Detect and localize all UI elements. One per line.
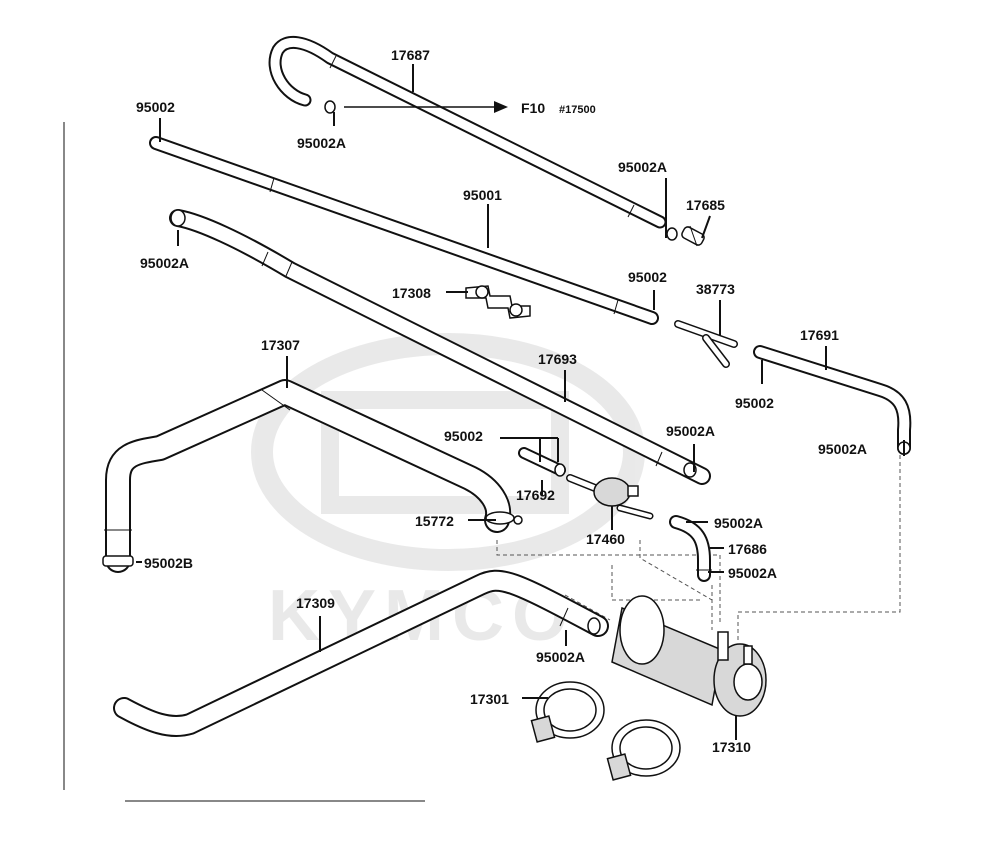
label-95002A-left: 95002A [140,255,189,271]
band-17301-second [606,719,681,781]
hose-95001 [149,136,659,325]
hose-17687 [268,35,667,229]
clip-17308 [465,285,531,319]
reference-arrow [344,101,508,113]
hose-17307 [104,379,512,573]
reference-part: #17500 [559,104,596,116]
clip-95002A-bottom [587,617,601,635]
label-95002A-low: 95002A [728,565,777,581]
callout-labels: 17687 95002 95002A 95002A 17685 95001 95… [136,47,867,755]
label-95002-right: 95002 [735,395,774,411]
canister-17310 [611,595,767,717]
hose-17686 [669,515,712,582]
clip-95002A-top [324,100,336,114]
fitting-17692 [518,447,566,477]
label-17692: 17692 [516,487,555,503]
label-95001: 95001 [463,187,502,203]
label-17307: 17307 [261,337,300,353]
label-95002A-bottom: 95002A [536,649,585,665]
hose-17309 [113,569,609,737]
label-17460: 17460 [586,531,625,547]
label-95002A-clip: 95002A [666,423,715,439]
filter-17460 [566,474,654,520]
hose-17691 [753,345,912,455]
label-95002A-top: 95002A [297,135,346,151]
label-17309: 17309 [296,595,335,611]
hose-17693 [169,209,711,485]
label-17691: 17691 [800,327,839,343]
label-95002B: 95002B [144,555,193,571]
label-95002A-elbow: 95002A [714,515,763,531]
reference-code: F10 [521,100,545,116]
leader-lines [136,64,905,740]
tee-38773 [674,320,738,368]
label-17308: 17308 [392,285,431,301]
label-95002-mid: 95002 [628,269,667,285]
label-17687: 17687 [391,47,430,63]
label-95002A-far: 95002A [818,441,867,457]
label-95002-top: 95002 [136,99,175,115]
label-15772: 15772 [415,513,454,529]
label-17310: 17310 [712,739,751,755]
label-38773: 38773 [696,281,735,297]
label-17686: 17686 [728,541,767,557]
band-17301 [530,681,605,743]
label-17301: 17301 [470,691,509,707]
label-95002A-right: 95002A [618,159,667,175]
routing-guides [496,455,901,640]
label-17693: 17693 [538,351,577,367]
label-95002-pair: 95002 [444,428,483,444]
clip-95002A-left [170,209,186,227]
clip-95002B [102,555,134,567]
clip-95002A-right [666,227,678,241]
label-17685: 17685 [686,197,725,213]
connector-17685 [681,225,705,247]
